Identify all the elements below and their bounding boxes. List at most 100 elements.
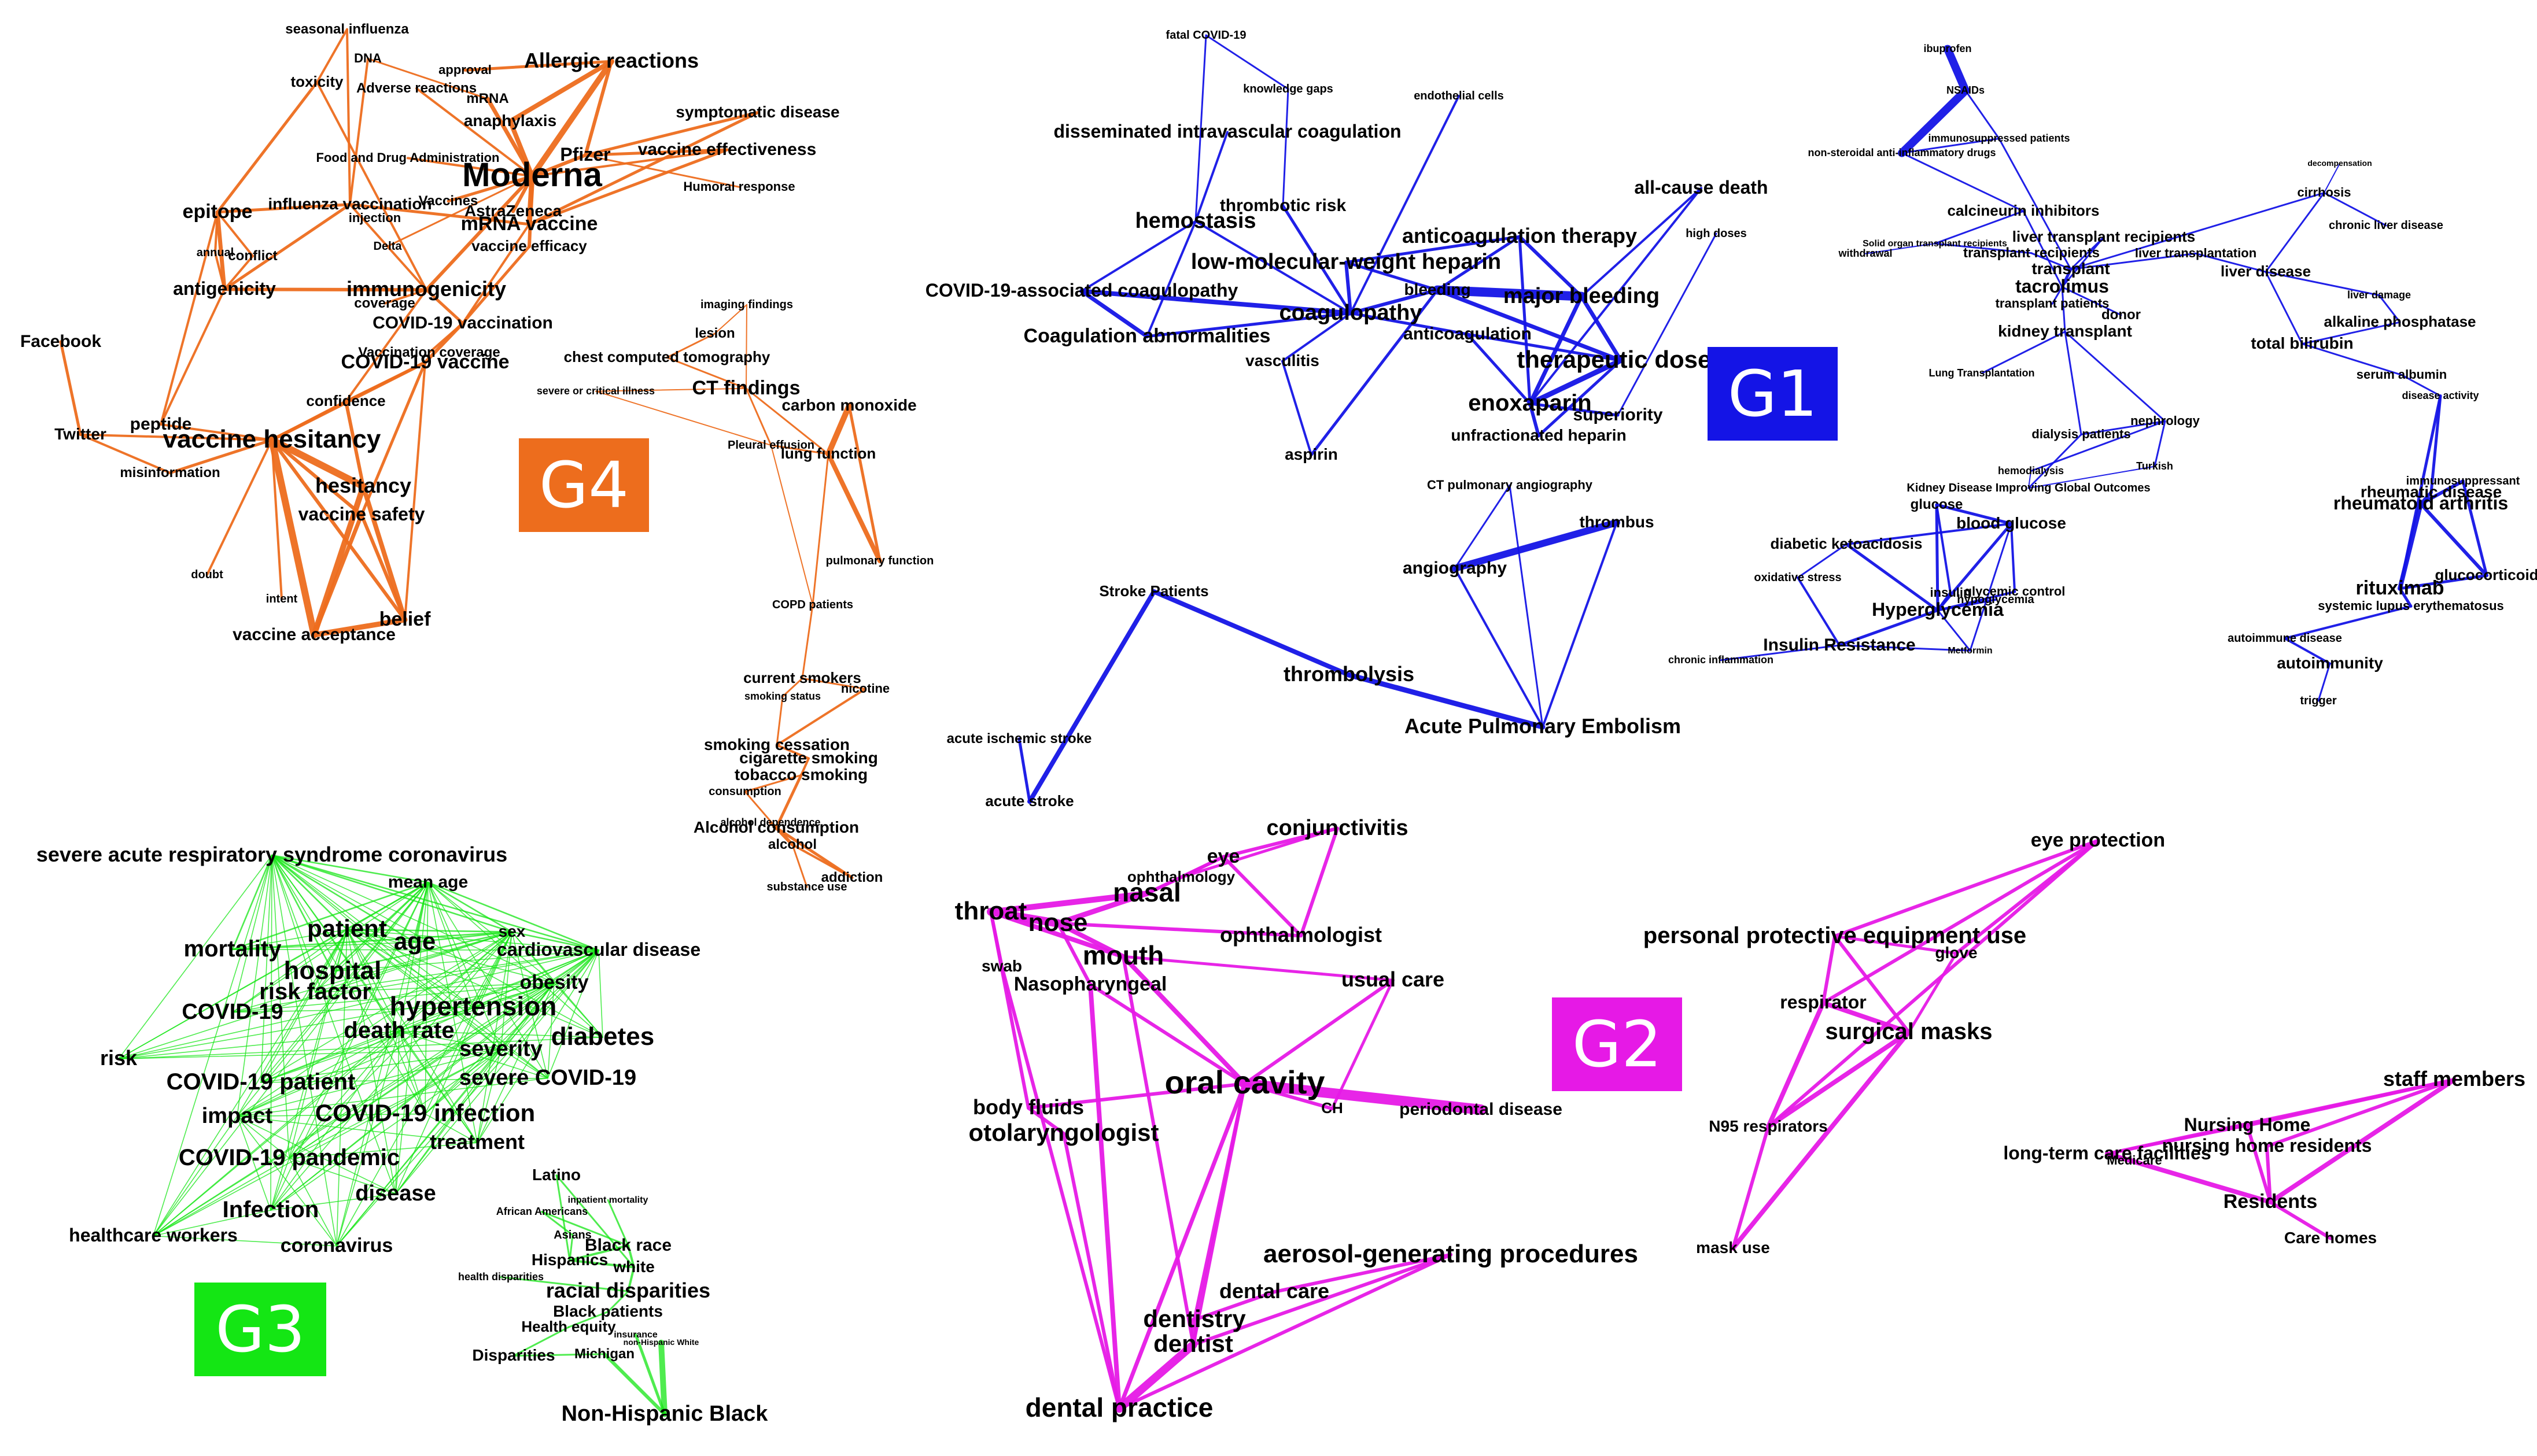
edge-severity-infection <box>270 1048 502 1211</box>
edge-sex-healthcare-workers <box>153 931 512 1237</box>
edge-severity-covid-pandemic <box>289 1048 502 1159</box>
edge-swab-dental-practice <box>1000 964 1121 1411</box>
node-label-nsaids: NSAIDs <box>1946 84 1985 96</box>
node-label-transplant-recipients: transplant recipients <box>1963 245 2100 261</box>
edge-mrna-moderna <box>485 97 534 179</box>
node-label-stroke-patients: Stroke Patients <box>1099 582 1208 600</box>
edge-coagulopathy-bleeding <box>1349 288 1439 315</box>
edge-sex-patient <box>346 929 513 933</box>
edge-conjunctivitis-ophthalmologist <box>1299 826 1339 938</box>
edge-surgical-masks-mask-use <box>1731 1030 1911 1251</box>
edge-asians-hispanics <box>569 1234 574 1262</box>
node-label-mrna: mRNA <box>466 91 508 106</box>
edges-g2 <box>987 826 2457 1413</box>
node-label-acute-ischemic-stroke: acute ischemic stroke <box>947 731 1092 747</box>
edge-acute-ischemic-stroke-acute-stroke <box>1017 737 1031 803</box>
node-label-mask-use: mask use <box>1696 1239 1770 1257</box>
node-label-total-bilirubin: total bilirubin <box>2251 334 2353 352</box>
edge-moderna-delta <box>386 175 533 247</box>
edge-nursing-home-residents <box>2245 1124 2272 1204</box>
edge-ppe-use-respirator <box>1821 934 1837 1005</box>
edge-nursing-home-ltcf <box>2105 1124 2249 1155</box>
edge-patient-covid19 <box>232 929 348 1013</box>
edge-severity-treatment <box>477 1048 502 1143</box>
node-label-alp: alkaline phosphatase <box>2324 313 2476 330</box>
edge-covid19-vaccination-vaccination-coverage <box>428 322 464 354</box>
node-label-hyperglycemia: Hyperglycemia <box>1872 599 2004 620</box>
edge-impact-coronavirus <box>237 1115 337 1247</box>
edge-severe-illness-pleural-effusion <box>595 390 772 446</box>
edge-blood-glucose-metformin <box>1969 523 2012 652</box>
edge-cac-coag-abnormalities <box>1079 289 1149 339</box>
edge-agp-dental-practice <box>1118 1252 1452 1411</box>
node-label-hemostasis: hemostasis <box>1135 209 1256 233</box>
node-label-black-patients: Black patients <box>553 1302 663 1320</box>
edge-african-americans-black-race <box>541 1211 629 1247</box>
node-label-cigarette-smoking: cigarette smoking <box>739 749 878 767</box>
node-label-covid-pandemic: COVID-19 pandemic <box>179 1145 400 1170</box>
node-label-conjunctivitis: conjunctivitis <box>1267 816 1408 840</box>
edge-cirrhosis-liver-disease <box>2265 191 2325 273</box>
edge-obesity-severe-covid <box>547 982 555 1079</box>
edges-g1 <box>1017 34 2488 804</box>
edge-ct-findings-imaging-findings <box>746 304 747 389</box>
edge-influenza-vaccination-immunogenicity <box>349 203 427 291</box>
edge-pfizer-humoral-response <box>584 154 740 188</box>
edge-insulin-resistance-chronic-inflammation <box>1720 644 1841 662</box>
edge-sex-covid19 <box>232 931 512 1013</box>
node-label-racial-disparities: racial disparities <box>546 1278 710 1302</box>
node-label-nephrology: nephrology <box>2130 413 2200 428</box>
edge-death-rate-diabetes <box>399 1030 603 1038</box>
node-label-autoimmune-disease: autoimmune disease <box>2228 632 2342 645</box>
node-label-pleural-effusion: Pleural effusion <box>728 439 814 452</box>
node-label-aspirin: aspirin <box>1285 445 1338 463</box>
edge-death-rate-disease <box>395 1030 400 1195</box>
node-label-substance-use: substance use <box>767 881 847 893</box>
edge-rheumatoid-arthritis-immunosuppressant <box>2419 479 2465 506</box>
node-label-anticoag-therapy: anticoagulation therapy <box>1402 224 1637 247</box>
edge-annual-antigenicity <box>214 252 226 291</box>
node-label-misinformation: misinformation <box>120 465 220 481</box>
edge-death-rate-infection <box>270 1030 400 1211</box>
node-label-ch: CH <box>1321 1099 1343 1117</box>
edge-insurance-non-hispanic-black <box>634 1333 666 1416</box>
edge-cirrhosis-chronic-liver <box>2323 191 2387 227</box>
node-label-sle: systemic lupus erythematosus <box>2318 598 2504 613</box>
edge-nephrology-turkish <box>2154 420 2166 468</box>
edge-death-rate-healthcare-workers <box>153 1030 400 1237</box>
edge-throat-body-fluids <box>989 910 1030 1110</box>
edge-covid-pandemic-infection <box>270 1158 290 1211</box>
edge-sars-impact <box>237 855 272 1117</box>
node-label-latino: Latino <box>532 1166 581 1184</box>
edge-immunogenicity-covid19-vaccination <box>425 288 464 325</box>
edge-liver-transplantation-liver-disease <box>2195 252 2267 273</box>
edge-sars-risk-factor <box>271 855 316 993</box>
edge-influenza-vaccination-epitope <box>216 203 352 214</box>
edge-enoxaparin-superiority <box>1528 402 1620 417</box>
edge-patient-covid-infection <box>346 929 426 1115</box>
edge-obesity-covid-pandemic <box>289 982 555 1159</box>
node-label-nursing-home: Nursing Home <box>2184 1114 2311 1135</box>
edge-death-rate-risk <box>118 1030 400 1059</box>
edge-cvd-healthcare-workers <box>153 949 599 1237</box>
edge-severity-healthcare-workers <box>153 1048 502 1237</box>
edge-anticoagulation-enoxaparin <box>1466 332 1532 405</box>
edge-dna-influenza-vaccination <box>349 57 369 206</box>
edge-alcohol-substance-use <box>791 844 808 888</box>
node-label-acute-stroke: acute stroke <box>985 792 1074 810</box>
edge-dialysis-patients-kdigo <box>2027 433 2082 489</box>
edge-health-equity-disparities <box>512 1326 570 1357</box>
edge-total-bilirubin-serum-albumin <box>2301 343 2403 376</box>
edge-sars-infection <box>270 855 272 1211</box>
node-label-ophthalmology: ophthalmology <box>1127 868 1236 885</box>
node-label-severe-covid: severe COVID-19 <box>459 1066 636 1090</box>
edge-sex-risk-factor <box>315 931 512 993</box>
edge-cvd-hospital <box>332 949 599 972</box>
group-badge-g3: G3 <box>194 1283 326 1376</box>
node-label-adverse-reactions: Adverse reactions <box>356 80 477 96</box>
edge-moderna-pfizer <box>530 153 587 178</box>
edge-cvd-severe-covid <box>547 949 599 1079</box>
edge-cac-coagulopathy <box>1079 289 1353 316</box>
node-label-alcohol-dependence: alcohol dependence <box>720 816 820 828</box>
edge-oral-cavity-ch <box>1243 1082 1334 1111</box>
